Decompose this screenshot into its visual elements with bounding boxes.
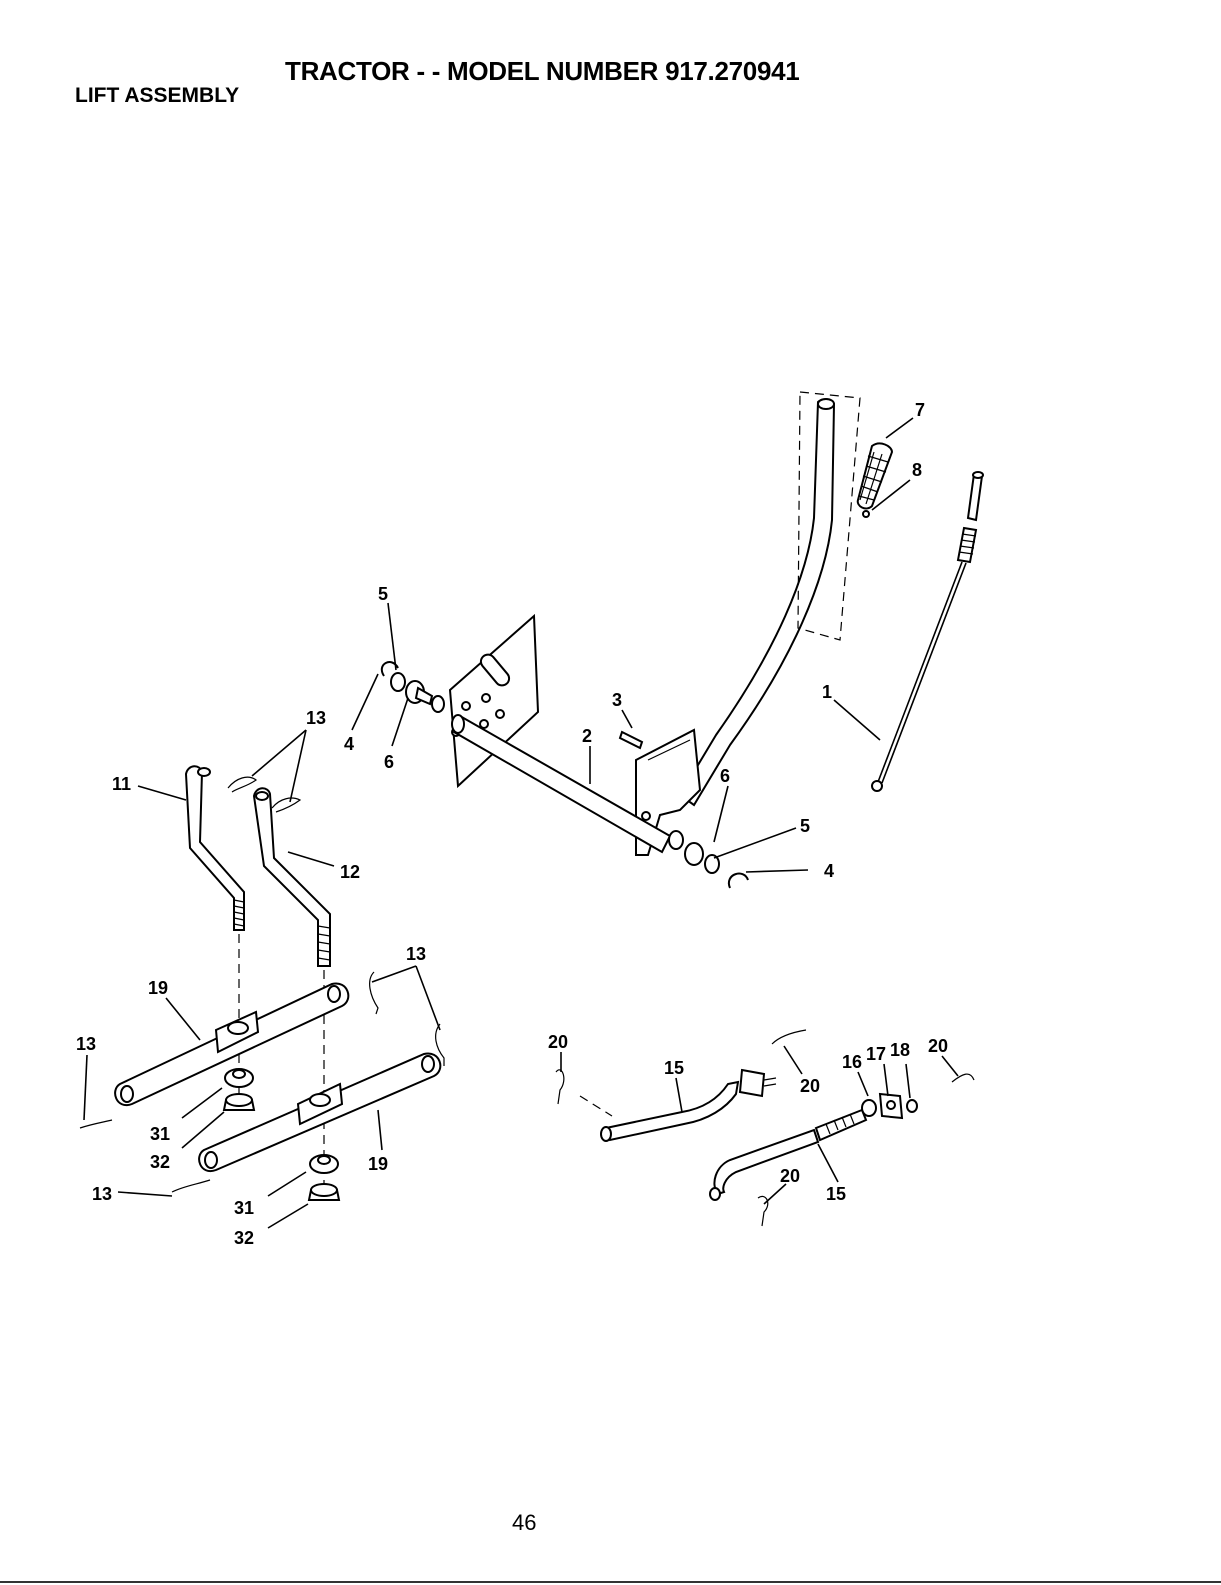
bottom-rule	[0, 1581, 1221, 1583]
bushing-nut-right	[309, 1155, 339, 1200]
callout-7: 7	[915, 400, 925, 420]
callout-18: 18	[890, 1040, 910, 1060]
callout-13a: 13	[306, 708, 326, 728]
callout-11: 11	[112, 774, 131, 794]
callout-15a: 15	[664, 1058, 684, 1078]
callout-17: 17	[866, 1044, 886, 1064]
hairpin-clips-bottom	[80, 1120, 210, 1192]
callout-13c: 13	[76, 1034, 96, 1054]
lift-link-right	[254, 788, 330, 966]
lift-spring-rod	[872, 472, 983, 791]
callout-13d: 13	[92, 1184, 112, 1204]
adjust-rod-upper	[601, 1070, 776, 1141]
callout-4b: 4	[824, 861, 834, 881]
callout-5a: 5	[378, 584, 388, 604]
callout-19b: 19	[368, 1154, 388, 1174]
callout-20b: 20	[800, 1076, 820, 1096]
callout-32a: 32	[150, 1152, 170, 1172]
callout-3: 3	[612, 690, 622, 710]
callout-12: 12	[340, 862, 360, 882]
callout-13b: 13	[406, 944, 426, 964]
right-shaft-hardware	[669, 831, 748, 888]
callout-19a: 19	[148, 978, 168, 998]
callout-32b: 32	[234, 1228, 254, 1248]
callout-20a: 20	[548, 1032, 568, 1052]
roll-pin	[620, 732, 642, 748]
callout-20d: 20	[780, 1166, 800, 1186]
callout-15b: 15	[826, 1184, 846, 1204]
callout-20c: 20	[928, 1036, 948, 1056]
callout-6a: 6	[384, 752, 394, 772]
handle-grip	[858, 444, 892, 517]
callout-1: 1	[822, 682, 832, 702]
callout-31a: 31	[150, 1124, 170, 1144]
callout-5b: 5	[800, 816, 810, 836]
callout-6b: 6	[720, 766, 730, 786]
lift-handle	[636, 392, 860, 855]
callout-31b: 31	[234, 1198, 254, 1218]
lift-arm-upper	[115, 983, 348, 1105]
page-number: 46	[512, 1510, 536, 1536]
callout-16: 16	[842, 1052, 862, 1072]
callout-8: 8	[912, 460, 922, 480]
callout-4a: 4	[344, 734, 354, 754]
left-shaft-hardware	[382, 662, 444, 712]
callout-2: 2	[582, 726, 592, 746]
